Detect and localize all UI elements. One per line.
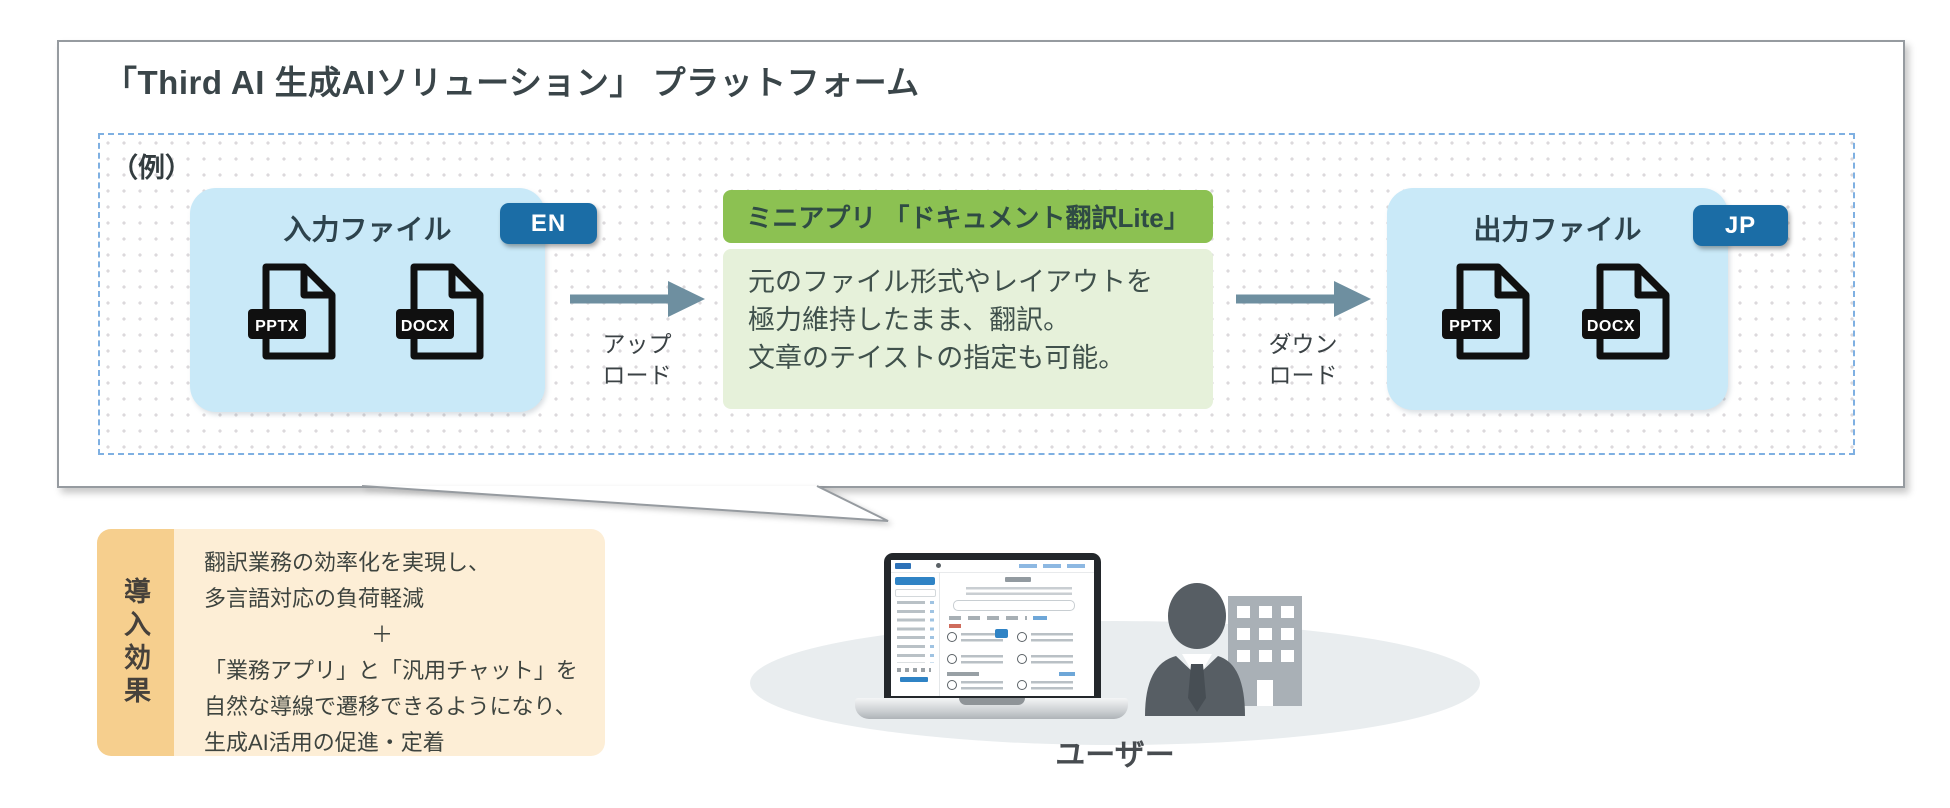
output-file-title: 出力ファイル (1473, 214, 1642, 245)
screen-sidebar-button (895, 577, 935, 585)
pptx-file-label: PPTX (1449, 318, 1493, 335)
benefits-line4: 自然な導線で遷移できるようになり、 (204, 694, 577, 720)
speech-bubble-tail (361, 485, 889, 522)
docx-file-icon: DOCX (1581, 263, 1669, 360)
user-person-icon (1145, 583, 1245, 716)
screen-filter-tabs (949, 616, 1027, 620)
screen-app-card (947, 631, 1007, 649)
screen-page-title (1005, 577, 1031, 582)
screen-app-card (947, 679, 1007, 692)
screen-section-badge (949, 624, 961, 628)
download-arrow-icon (1236, 281, 1371, 317)
input-file-title: 入力ファイル (283, 214, 452, 245)
screen-section2-link (1059, 672, 1075, 676)
benefits-label: 導入効果 (120, 576, 150, 709)
screen-sidebar-link (900, 677, 928, 682)
screen-top-links (1019, 564, 1085, 568)
benefits-line3: 「業務アプリ」と「汎用チャット」を (204, 658, 578, 684)
download-label-line2: ロード (1268, 362, 1338, 389)
platform-title: 「Third AI 生成AIソリューション」 プラットフォーム (104, 64, 920, 101)
screen-app-card (1017, 679, 1077, 692)
miniapp-desc-line1: 元のファイル形式やレイアウトを (748, 267, 1153, 297)
benefits-line1: 翻訳業務の効率化を実現し、 (204, 550, 491, 575)
input-file-icons: PPTX DOCX (246, 262, 490, 362)
screen-avatar-icon (936, 563, 941, 568)
benefits-label-strip: 導入効果 (97, 529, 174, 756)
docx-file-label: DOCX (400, 318, 448, 335)
screen-sidebar-toggles (930, 601, 934, 663)
benefits-box: 導入効果 翻訳業務の効率化を実現し、 多言語対応の負荷軽減 ＋ 「業務アプリ」と… (97, 529, 605, 756)
pptx-file-icon: PPTX (247, 263, 335, 360)
screen-search-input (953, 600, 1075, 611)
miniapp-desc-line2: 極力維持したまま、翻訳。 (748, 304, 1071, 335)
pptx-file-label: PPTX (255, 318, 299, 335)
floor-shadow-ellipse (750, 621, 1480, 745)
laptop-notch (959, 698, 1025, 705)
screen-sidebar-items (897, 601, 925, 663)
benefits-text: 翻訳業務の効率化を実現し、 多言語対応の負荷軽減 ＋ 「業務アプリ」と「汎用チャ… (174, 529, 605, 756)
language-badge-jp: JP (1693, 205, 1788, 246)
miniapp-description: 元のファイル形式やレイアウトを 極力維持したまま、翻訳。 文章のテイストの指定も… (723, 249, 1213, 409)
upload-label-line2: ロード (602, 362, 672, 389)
screen-section2-title (947, 672, 979, 676)
laptop-base (855, 698, 1128, 719)
laptop-icon (884, 553, 1101, 700)
output-file-box: 出力ファイル PPTX DOCX (1387, 188, 1728, 410)
output-file-icons: PPTX DOCX (1440, 262, 1676, 362)
screen-logo (895, 563, 911, 569)
screen-sidebar-icons (897, 668, 931, 672)
benefits-plus: ＋ (371, 622, 394, 648)
input-file-box: 入力ファイル PPTX DOCX (190, 188, 545, 412)
screen-app-card (947, 653, 1007, 671)
screen-filter-link (1033, 616, 1047, 620)
user-label: ユーザー (1055, 739, 1175, 772)
miniapp-header: ミニアプリ 「ドキュメント翻訳Lite」 (723, 190, 1213, 243)
download-label-line1: ダウン (1268, 331, 1338, 357)
language-badge-en: EN (500, 203, 597, 244)
screen-app-card (1017, 631, 1077, 649)
download-arrow-label: ダウン ロード (1238, 329, 1368, 391)
screen-sidebar-search (895, 589, 936, 597)
example-label: （例） (111, 153, 192, 183)
benefits-line2: 多言語対応の負荷軽減 (204, 586, 425, 612)
screen-sidebar (891, 572, 940, 696)
screen-topbar (891, 560, 1094, 573)
docx-file-icon: DOCX (395, 263, 483, 360)
benefits-line5: 生成AI活用の促進・定着 (204, 730, 445, 756)
laptop-screen-app (891, 560, 1094, 696)
screen-app-card (1017, 653, 1077, 671)
upload-label-line1: アップ (602, 331, 672, 357)
screen-description-lines (966, 587, 1072, 595)
miniapp-desc-line3: 文章のテイストの指定も可能。 (748, 342, 1126, 373)
screen-chat-bubble-icon (995, 629, 1008, 638)
pptx-file-icon: PPTX (1441, 263, 1529, 360)
upload-arrow-icon (570, 281, 705, 317)
docx-file-label: DOCX (1586, 318, 1634, 335)
upload-arrow-label: アップ ロード (572, 329, 702, 391)
